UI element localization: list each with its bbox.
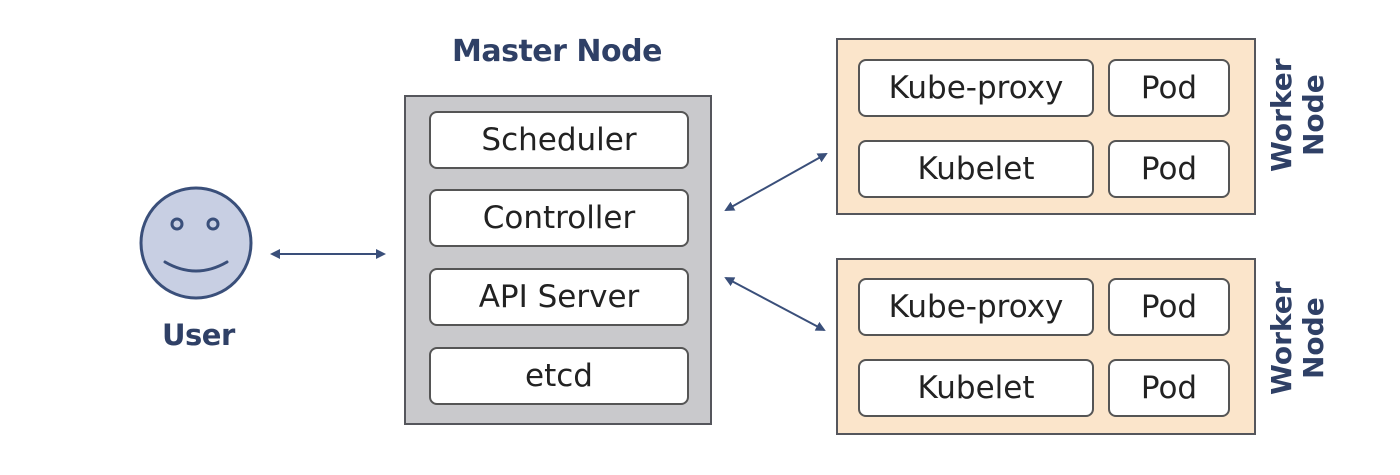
worker1-pod-1: Pod xyxy=(1108,59,1230,117)
worker-node-label-1: Worker Node xyxy=(1265,58,1330,172)
master-node-title: Master Node xyxy=(452,34,662,69)
master-component-scheduler: Scheduler xyxy=(429,111,689,169)
master-component-api-server: API Server xyxy=(429,268,689,326)
worker-node-label-2: Worker Node xyxy=(1265,281,1330,395)
master-component-etcd: etcd xyxy=(429,347,689,405)
worker2-pod-1: Pod xyxy=(1108,278,1230,336)
worker1-kube-proxy: Kube-proxy xyxy=(858,59,1094,117)
user-label: User xyxy=(162,318,235,352)
worker1-kubelet: Kubelet xyxy=(858,140,1094,198)
master-worker2-arrow xyxy=(724,277,826,331)
worker1-pod-2: Pod xyxy=(1108,140,1230,198)
worker2-pod-2: Pod xyxy=(1108,359,1230,417)
worker2-kubelet: Kubelet xyxy=(858,359,1094,417)
user-smiley-icon xyxy=(139,186,253,300)
master-worker1-arrow xyxy=(724,153,828,211)
worker2-kube-proxy: Kube-proxy xyxy=(858,278,1094,336)
master-component-controller: Controller xyxy=(429,189,689,247)
